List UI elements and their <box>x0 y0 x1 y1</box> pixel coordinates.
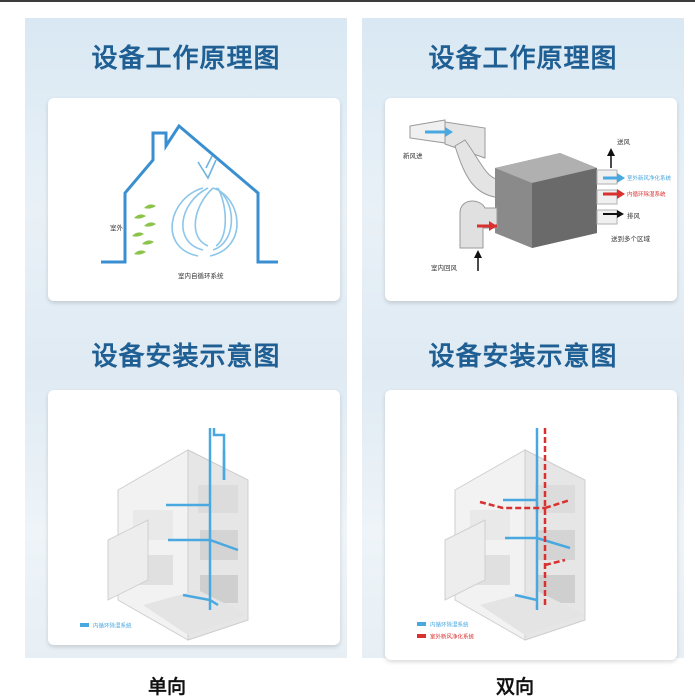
legend-swatch-blue <box>80 623 89 627</box>
blue-duct-lines <box>166 428 239 610</box>
two-way-unit-diagram: 新风进 送风 室外新风净化系统 内循环除湿系统 排风 送到多个区域 室内回风 <box>403 119 672 272</box>
legend-label: 内循环除湿系统 <box>93 622 132 630</box>
two-way-panel: 设备工作原理图 <box>362 18 684 660</box>
install-diagram-card: 内循环除湿系统 室外新风净化系统 <box>385 390 677 660</box>
fresh-air-duct <box>409 119 506 199</box>
house-outline <box>101 123 278 264</box>
two-way-caption: 双向 <box>496 676 535 698</box>
install-diagram-card: 内循环除湿系统 <box>48 390 340 645</box>
legend: 内循环除湿系统 <box>80 622 132 630</box>
flow-arrows <box>425 127 625 271</box>
install-title: 设备安装示意图 <box>428 342 618 372</box>
legend-swatch-red <box>417 634 426 638</box>
house-circulation-diagram: 室外 室内自循环系统 <box>101 123 278 280</box>
legend: 内循环除湿系统 室外新风净化系统 <box>417 621 475 641</box>
indoor-return-label: 室内回风 <box>431 263 458 272</box>
blue-duct-lines <box>503 428 571 610</box>
principle-diagram-card: 新风进 送风 室外新风净化系统 内循环除湿系统 排风 送到多个区域 室内回风 <box>385 98 677 301</box>
legend-label-blue: 内循环除湿系统 <box>430 621 469 629</box>
legend-label-red: 室外新风净化系统 <box>430 633 475 641</box>
install-title: 设备安装示意图 <box>91 342 281 372</box>
to-zones-label: 送到多个区域 <box>611 234 651 243</box>
principle-title: 设备工作原理图 <box>91 44 281 74</box>
building-install-diagram: 内循环除湿系统 室外新风净化系统 <box>417 428 586 641</box>
arrow-legend-blue: 室外新风净化系统 <box>627 174 672 182</box>
indoor-system-label: 室内自循环系统 <box>178 271 224 280</box>
legend-swatch-blue <box>417 622 426 626</box>
ventilation-unit-icon <box>495 153 597 248</box>
top-border <box>0 0 695 2</box>
outdoor-label: 室外 <box>110 223 124 232</box>
building-cutaway-icon <box>444 449 586 641</box>
arrow-legend-red: 内循环除湿系统 <box>627 190 666 198</box>
outdoor-air-icon <box>132 204 156 255</box>
building-install-diagram: 内循环除湿系统 <box>80 428 249 641</box>
fresh-air-in-label: 新风进 <box>403 151 423 160</box>
red-duct-lines <box>479 428 571 605</box>
one-way-panel: 设备工作原理图 <box>25 18 347 658</box>
principle-diagram-card: 室外 室内自循环系统 <box>48 98 340 301</box>
air-circulation-icon <box>171 155 238 257</box>
building-cutaway-icon <box>107 449 249 641</box>
supply-air-label: 送风 <box>617 137 631 146</box>
principle-title: 设备工作原理图 <box>428 44 618 74</box>
one-way-caption: 单向 <box>148 676 187 698</box>
exhaust-air-label: 排风 <box>627 211 641 220</box>
